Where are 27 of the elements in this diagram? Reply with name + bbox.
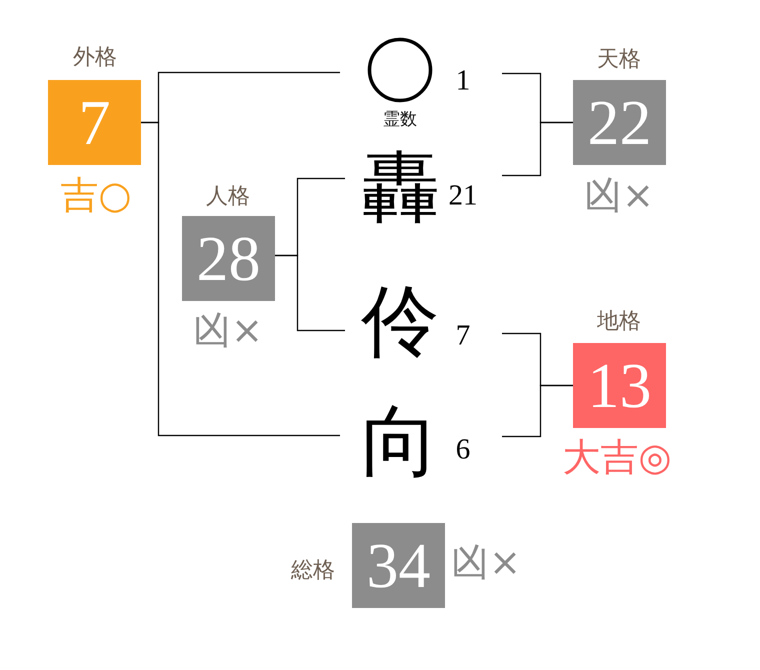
stroke-count: 6 bbox=[456, 436, 470, 464]
heading: 人格 bbox=[206, 186, 250, 208]
heading: 総格 bbox=[291, 560, 335, 582]
heading: 外格 bbox=[73, 47, 117, 69]
heading: 天格 bbox=[597, 49, 641, 71]
number-box: 13 bbox=[573, 343, 666, 428]
stroke-count: 1 bbox=[456, 66, 470, 96]
heading: 地格 bbox=[597, 311, 641, 333]
connector-line bbox=[502, 384, 573, 438]
result-label: 凶× bbox=[193, 311, 263, 349]
connector-line bbox=[141, 122, 340, 436]
result-label: 凶× bbox=[584, 176, 654, 214]
result-label: 凶× bbox=[451, 543, 521, 581]
stroke-count: 21 bbox=[448, 182, 478, 210]
connector-line bbox=[502, 122, 573, 176]
connector-line bbox=[275, 254, 345, 332]
stroke-count: 7 bbox=[456, 322, 470, 350]
number-box: 28 bbox=[182, 216, 275, 301]
name-character: 轟 bbox=[362, 149, 440, 227]
result-label: 吉○ bbox=[60, 176, 132, 214]
result-label: 大吉◎ bbox=[562, 438, 672, 476]
number-box: 7 bbox=[48, 80, 141, 165]
number-box: 22 bbox=[573, 80, 666, 165]
number-box: 34 bbox=[352, 523, 445, 608]
circle-label: 霊数 bbox=[383, 112, 417, 128]
name-character: 向 bbox=[361, 403, 439, 481]
name-character: 伶 bbox=[361, 283, 439, 361]
